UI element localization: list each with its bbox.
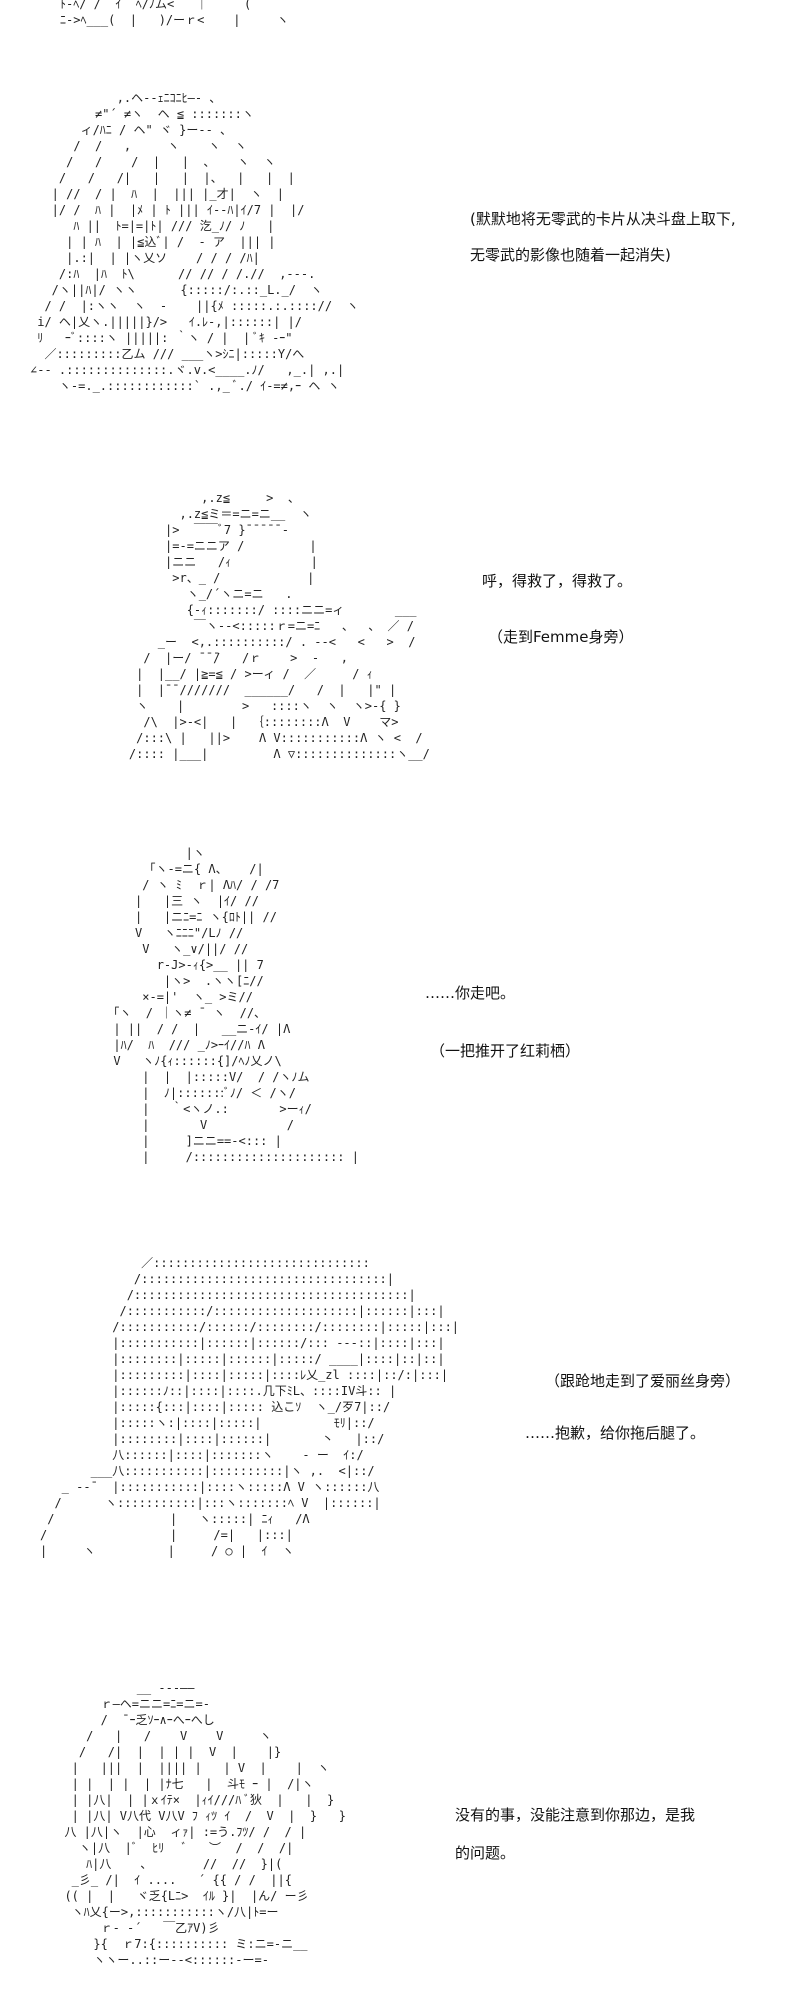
dialogue-line: ……你走吧。: [425, 984, 516, 1002]
dialogue-line: 没有的事，没能注意到你那边，是我: [455, 1806, 696, 1824]
dialogue-line: (默默地将无零武的卡片从决斗盘上取下,: [470, 210, 736, 228]
dialogue-line: 无零武的影像也随着一起消失): [470, 246, 671, 264]
dialogue-line: ……抱歉，给你拖后腿了。: [525, 1424, 706, 1442]
ascii-art-character-1: ,.ヘ-‐ｪﾆｺﾆﾋ―- 、 ≠"´ ≠ヽ ヘ ≦ :::::::ヽ ィ/ﾊﾆ …: [30, 91, 359, 393]
ascii-art-character-3: |ヽ ｢ヽ-=ニ{ Λ、 /| / ヽ ﾐ ｒ| Λﾊ/ / /7 | |三 ヽ…: [113, 846, 359, 1164]
dialogue-line: 的问题。: [455, 1844, 516, 1862]
narration-line: （走到Femme身旁）: [488, 628, 634, 646]
dialogue-line: 呼，得救了，得救了。: [482, 572, 633, 590]
narration-line: （跟跄地走到了爱丽丝身旁）: [545, 1372, 741, 1390]
ascii-art-character-2: ,.z≦ > 、 ,.z≦ミ＝=ニ=ニ__ ヽ |> ￣￣ﾞ7 }¯¯¯¯¯‐ …: [128, 491, 430, 761]
narration-line: （一把推开了红莉栖）: [430, 1042, 581, 1060]
ascii-art-top-fragment: ﾄ-ﾍ/ / ｲ ﾍ/ﾉム< ｜ ( ﾆ->ﾍ___( | )/ーｒ< | ヽ: [60, 0, 289, 27]
ascii-art-character-5: __ ---—— ｒ―ヘ=ニニ=ﾆ=ニ=- / ¯ｰ乏ｿｰ∧ｰへｰへし / | …: [64, 1681, 346, 1967]
ascii-art-character-4: ／:::::::::::::::::::::::::::::: /:::::::…: [40, 1256, 460, 1558]
